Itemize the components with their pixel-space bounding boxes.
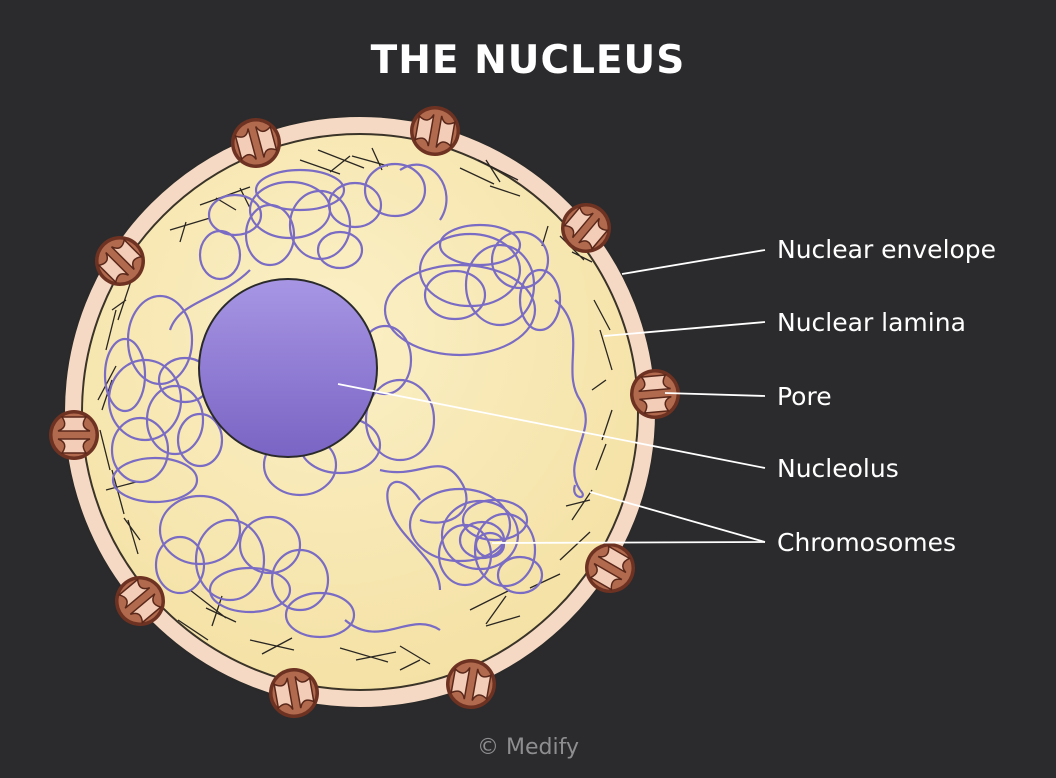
leader-lines <box>337 249 766 544</box>
copyright-credit: © Medify <box>477 735 579 760</box>
page-title: THE NUCLEUS <box>370 38 686 83</box>
leader-line-nuclear-lamina <box>603 321 766 337</box>
label-nuclear-envelope: Nuclear envelope <box>777 235 997 264</box>
label-nucleolus: Nucleolus <box>777 454 899 483</box>
label-nuclear-lamina: Nuclear lamina <box>777 308 966 337</box>
leader-line-pore <box>664 392 766 397</box>
label-pore: Pore <box>777 382 832 411</box>
leader-line-chromosomes-b <box>491 541 766 544</box>
nuclear-pore <box>48 409 100 461</box>
nucleolus <box>198 278 378 458</box>
leader-line-chromosomes-a <box>589 491 766 543</box>
leader-line-nucleolus <box>337 383 766 469</box>
leader-line-nuclear-envelope <box>621 249 766 275</box>
label-chromosomes: Chromosomes <box>777 528 957 557</box>
chromosomes <box>103 162 587 639</box>
